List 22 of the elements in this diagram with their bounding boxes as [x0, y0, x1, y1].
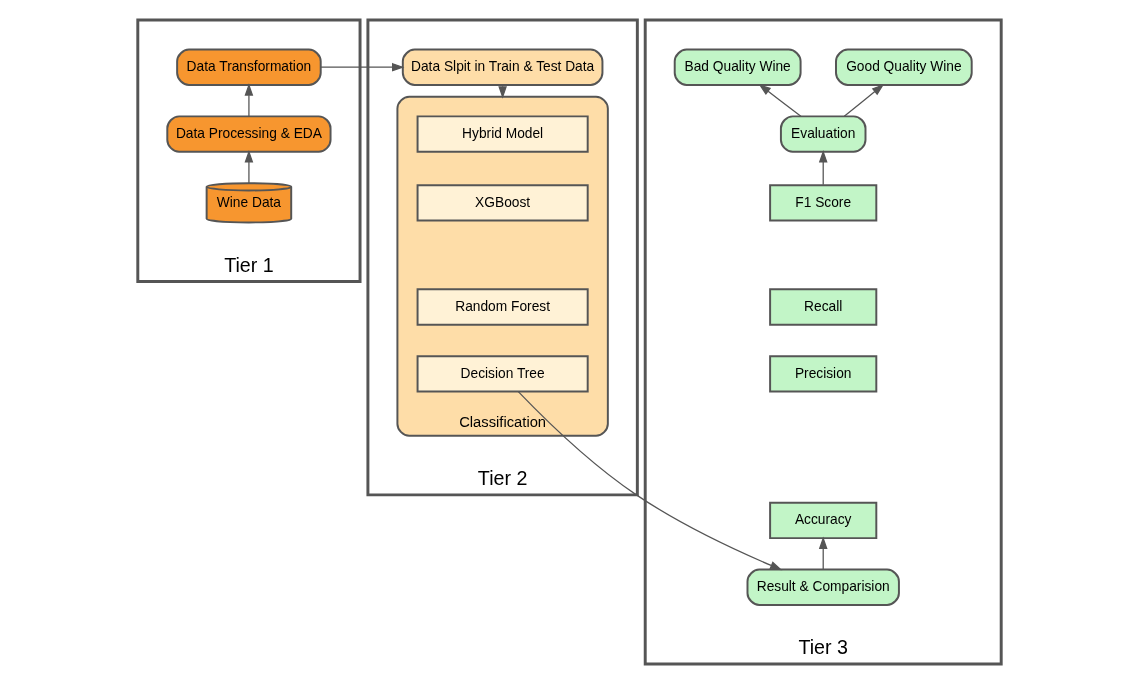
- arrow: [320, 62, 405, 72]
- node-box: Data Transformation: [176, 48, 322, 86]
- arrow: [758, 84, 802, 117]
- arrow: [818, 150, 828, 186]
- arrow: [244, 83, 254, 117]
- arrow: [843, 84, 885, 117]
- node-box: Decision Tree: [416, 355, 589, 393]
- node-box: Accuracy: [769, 501, 878, 540]
- node-box: Result & Comparision: [746, 568, 900, 606]
- node-box: Data Processing & EDA: [166, 115, 332, 153]
- node-box: Recall: [769, 288, 878, 326]
- arrow: [517, 390, 783, 571]
- node-box: Bad Quality Wine: [673, 48, 802, 86]
- node-box: Precision: [769, 355, 878, 393]
- node-box: Evaluation: [779, 115, 867, 153]
- node-box: Random Forest: [416, 288, 589, 326]
- node-box: F1 Score: [769, 184, 878, 222]
- arrow: [244, 150, 254, 184]
- node-box: Hybrid Model: [416, 115, 589, 153]
- node-box: XGBoost: [416, 184, 589, 222]
- node-box: Good Quality Wine: [835, 48, 973, 86]
- arrow: [818, 536, 828, 570]
